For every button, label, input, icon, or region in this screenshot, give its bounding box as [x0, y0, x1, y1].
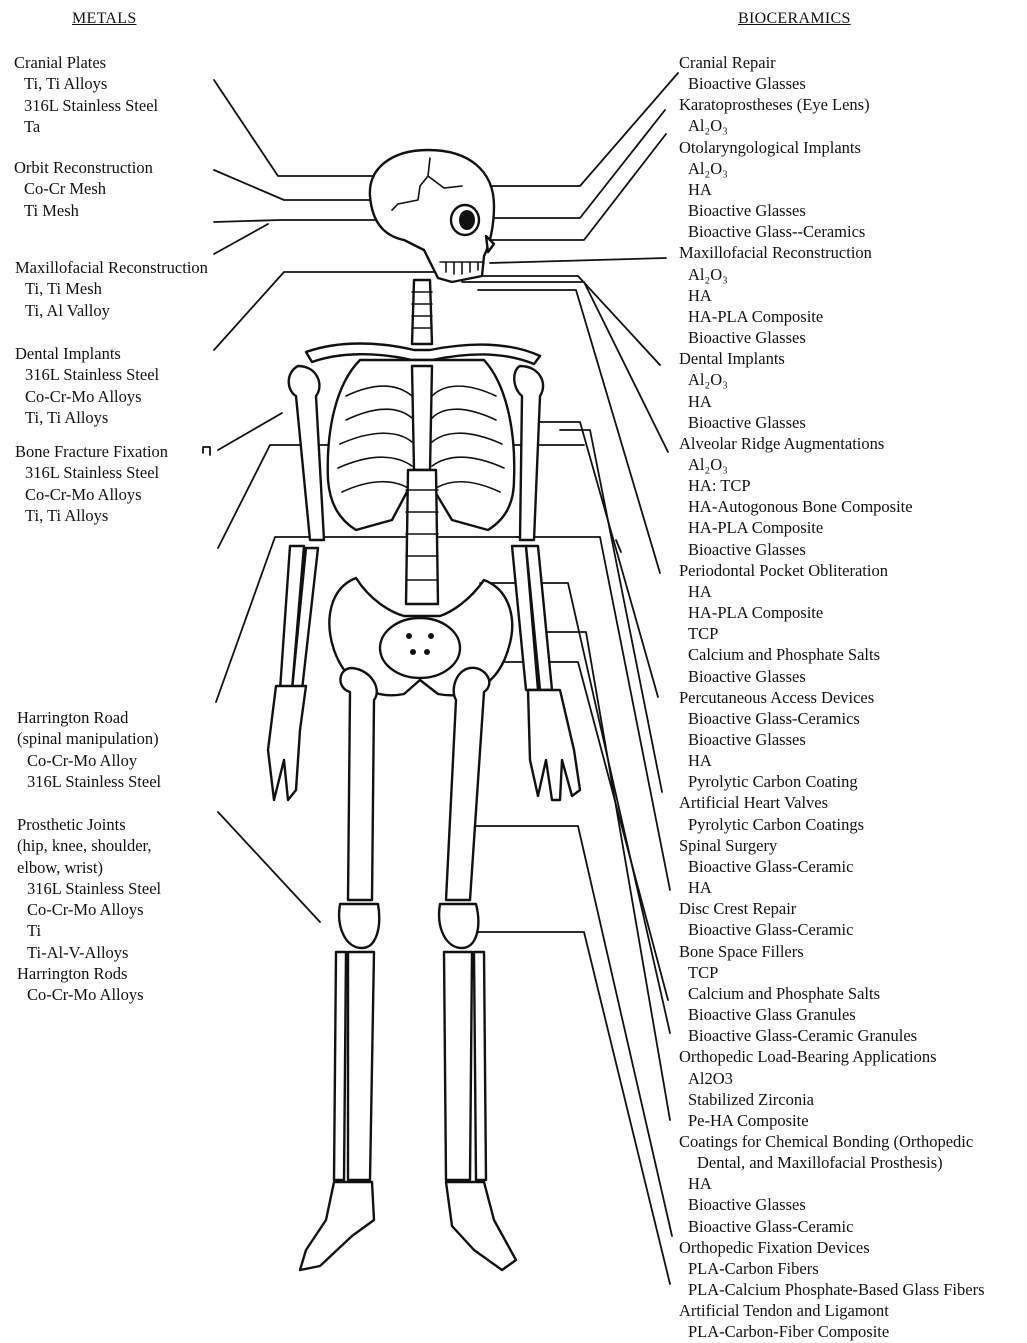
left-hand [268, 686, 306, 800]
left-humerus [289, 366, 324, 540]
right-femur [446, 668, 489, 900]
cervical-spine [412, 280, 432, 344]
left-femur [340, 668, 376, 900]
right-hand [528, 690, 580, 800]
skeleton [268, 150, 580, 1270]
sternum [412, 366, 432, 470]
left-foot [300, 1182, 374, 1270]
right-foot [446, 1182, 516, 1270]
right-tibia [444, 952, 472, 1180]
right-humerus [514, 366, 543, 540]
left-tibia [348, 952, 374, 1180]
